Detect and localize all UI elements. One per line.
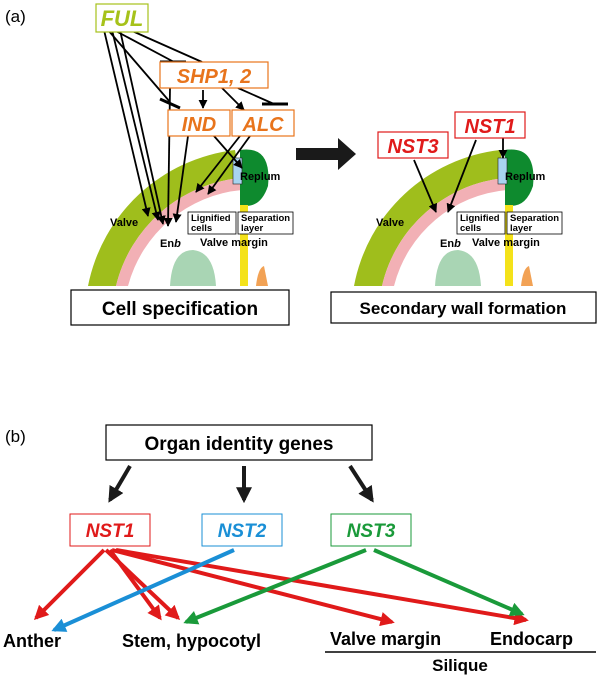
- alc-gene-label: ALC: [241, 114, 284, 136]
- left-replum-label: Replum: [240, 171, 281, 183]
- left-margin-yellow: [240, 205, 248, 286]
- organ-identity-box: Organ identity genes: [105, 424, 373, 461]
- alc-to-lignified-arrow: [195, 135, 241, 193]
- shp-box: SHP1, 2: [159, 61, 269, 89]
- nst3-to-stem: [183, 548, 367, 625]
- ful-shp-repression: [113, 29, 175, 63]
- endocarp-label: Endocarp: [490, 629, 573, 649]
- panel-b-label: (b): [5, 427, 26, 446]
- right-lignified-line2: cells: [460, 223, 481, 234]
- nst2-target-arrows: [51, 548, 235, 632]
- left-valve-label: Valve: [110, 217, 138, 229]
- ful-shp-repression-2: [129, 29, 203, 63]
- shp-gene-label: SHP1, 2: [177, 66, 251, 88]
- nst2-to-anther: [51, 548, 235, 632]
- anther-label: Anther: [3, 631, 61, 651]
- ind-to-endb-arrow: [172, 135, 189, 223]
- left-separation-line1: Separation: [241, 213, 290, 224]
- left-lignified-line2: cells: [191, 223, 212, 234]
- transition-arrow: [296, 138, 356, 170]
- organ-identity-label: Organ identity genes: [145, 434, 334, 455]
- left-separation-box: Separation layer: [237, 211, 294, 235]
- ful-ind-repression: [107, 29, 171, 103]
- right-margin-orange: [521, 266, 533, 286]
- oi-to-nst1-arrow: [108, 464, 132, 503]
- nst1-to-anther: [33, 548, 106, 621]
- nst3-gene-label-b: NST3: [347, 521, 396, 542]
- organ-identity-arrows: [108, 464, 374, 504]
- right-caption-box: Secondary wall formation: [330, 291, 597, 324]
- oi-to-nst3-arrow: [348, 464, 374, 503]
- left-lignified-box: Lignified cells: [187, 211, 237, 235]
- right-valve-margin-label: Valve margin: [472, 237, 540, 249]
- right-lignified-line1: Lignified: [460, 213, 500, 224]
- left-separation-blue: [232, 157, 243, 185]
- nst1-to-stem-2: [108, 548, 162, 621]
- right-valve-label: Valve: [376, 217, 404, 229]
- ful-box: FUL: [95, 3, 149, 33]
- panel-a-label: (a): [5, 7, 26, 26]
- nst3-to-endocarp: [373, 548, 525, 617]
- right-endb-label: Enb: [440, 238, 461, 250]
- right-separation-box: Separation layer: [506, 211, 563, 235]
- left-endb-label: Enb: [160, 238, 181, 250]
- shp-to-alc-arrow: [221, 87, 245, 111]
- nst1-gene-label-a: NST1: [464, 116, 515, 138]
- left-margin-orange: [256, 266, 268, 286]
- ful-gene-label: FUL: [101, 6, 144, 31]
- nst1-box-b: NST1: [69, 513, 151, 547]
- nst1-gene-label-b: NST1: [86, 521, 135, 542]
- ind-box: IND: [167, 109, 231, 137]
- right-replum: [505, 149, 534, 206]
- right-margin-yellow: [505, 205, 513, 286]
- right-valve-shape: [354, 150, 505, 286]
- right-replum-label: Replum: [505, 171, 546, 183]
- shp-alc-repression: [237, 87, 275, 105]
- nst3-gene-label-a: NST3: [387, 136, 438, 158]
- left-caption: Cell specification: [102, 299, 258, 320]
- nst1-to-endb-arrow: [446, 139, 477, 213]
- left-replum: [240, 149, 269, 206]
- left-valve-margin-label: Valve margin: [200, 237, 268, 249]
- ind-gene-label: IND: [182, 114, 216, 136]
- nst1-to-valve-margin: [111, 548, 395, 627]
- nst1-box-a: NST1: [454, 111, 526, 139]
- alc-box: ALC: [231, 109, 295, 137]
- nst2-gene-label-b: NST2: [218, 521, 267, 542]
- ful-to-endb-arrow: [111, 29, 161, 221]
- right-lignified-box: Lignified cells: [456, 211, 506, 235]
- nst1-to-endocarp: [115, 548, 529, 626]
- left-caption-box: Cell specification: [70, 289, 290, 326]
- right-separation-line1: Separation: [510, 213, 559, 224]
- ful-to-lignified-arrow: [119, 29, 166, 225]
- nst3-to-endb-arrow: [413, 159, 437, 213]
- nst3-box-b: NST3: [330, 513, 412, 547]
- left-lignified-line1: Lignified: [191, 213, 231, 224]
- nst1-target-arrows: [33, 548, 529, 627]
- right-silique-section: [354, 149, 534, 286]
- right-endb-layer: [382, 178, 507, 286]
- right-seed: [435, 250, 481, 286]
- left-seed: [170, 250, 216, 286]
- alc-to-separation-arrow: [207, 135, 251, 195]
- ful-to-valve-arrow: [103, 29, 151, 217]
- nst3-box-a: NST3: [377, 131, 449, 159]
- silique-label: Silique: [432, 656, 488, 675]
- left-separation-line2: layer: [241, 223, 263, 234]
- right-regulatory-network: [413, 138, 508, 213]
- right-separation-line2: layer: [510, 223, 532, 234]
- right-caption: Secondary wall formation: [360, 299, 567, 318]
- valve-margin-b-label: Valve margin: [330, 629, 441, 649]
- nst2-box-b: NST2: [201, 513, 283, 547]
- stem-hypocotyl-label: Stem, hypocotyl: [122, 631, 261, 651]
- nst3-target-arrows: [183, 548, 525, 625]
